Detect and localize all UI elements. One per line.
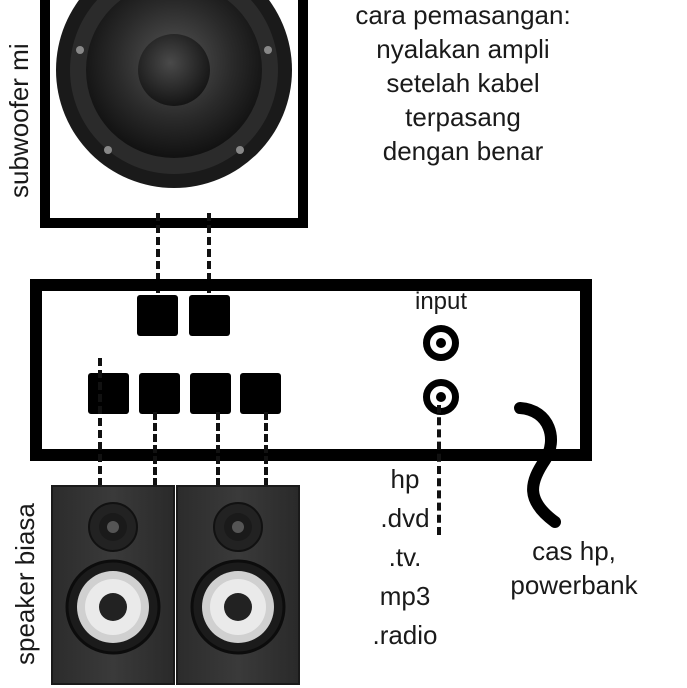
source-item: .dvd: [380, 503, 430, 533]
input-cable: [437, 405, 441, 535]
instruction-line: setelah kabel: [386, 68, 540, 98]
left-speaker: [51, 485, 175, 685]
instructions: cara pemasangan: nyalakan ampli setelah …: [318, 0, 608, 164]
speaker-cable: [216, 412, 220, 486]
rca-jack-icon: [423, 379, 459, 415]
source-item: mp3: [379, 581, 431, 611]
source-item: .tv.: [388, 542, 422, 572]
source-item: hp: [390, 464, 420, 494]
subwoofer-terminal: [189, 295, 230, 336]
instruction-line: nyalakan ampli: [376, 34, 550, 64]
speaker-cable: [98, 358, 102, 486]
subwoofer-cable: [207, 213, 211, 293]
speaker-terminal: [240, 373, 281, 414]
power-label-line: cas hp,: [532, 536, 616, 566]
subwoofer-frame: [40, 0, 308, 228]
speaker-terminal: [190, 373, 231, 414]
subwoofer-cable: [156, 213, 160, 293]
amplifier-frame: [30, 279, 592, 461]
subwoofer-terminal: [137, 295, 178, 336]
instruction-line: dengan benar: [382, 136, 544, 166]
speaker-cable: [264, 412, 268, 486]
power-label: cas hp, powerbank: [494, 538, 654, 598]
source-item: .radio: [372, 620, 438, 650]
instruction-line: terpasang: [405, 102, 521, 132]
source-list: hp .dvd .tv. mp3 .radio: [355, 466, 455, 648]
speaker-cable: [153, 412, 157, 486]
subwoofer-label: subwoofer mi: [4, 43, 34, 198]
instruction-line: cara pemasangan:: [355, 0, 571, 30]
right-speaker: [176, 485, 300, 685]
power-label-line: powerbank: [510, 570, 638, 600]
subwoofer-icon: [56, 0, 292, 188]
bookshelf-speaker-icon: [190, 502, 286, 655]
speaker-terminal: [139, 373, 180, 414]
input-label: input: [415, 288, 468, 315]
speaker-label: speaker biasa: [10, 503, 40, 665]
power-cable-icon: [514, 402, 561, 528]
bookshelf-speaker-icon: [65, 502, 161, 655]
speaker-terminal: [88, 373, 129, 414]
rca-jack-icon: [423, 325, 459, 361]
